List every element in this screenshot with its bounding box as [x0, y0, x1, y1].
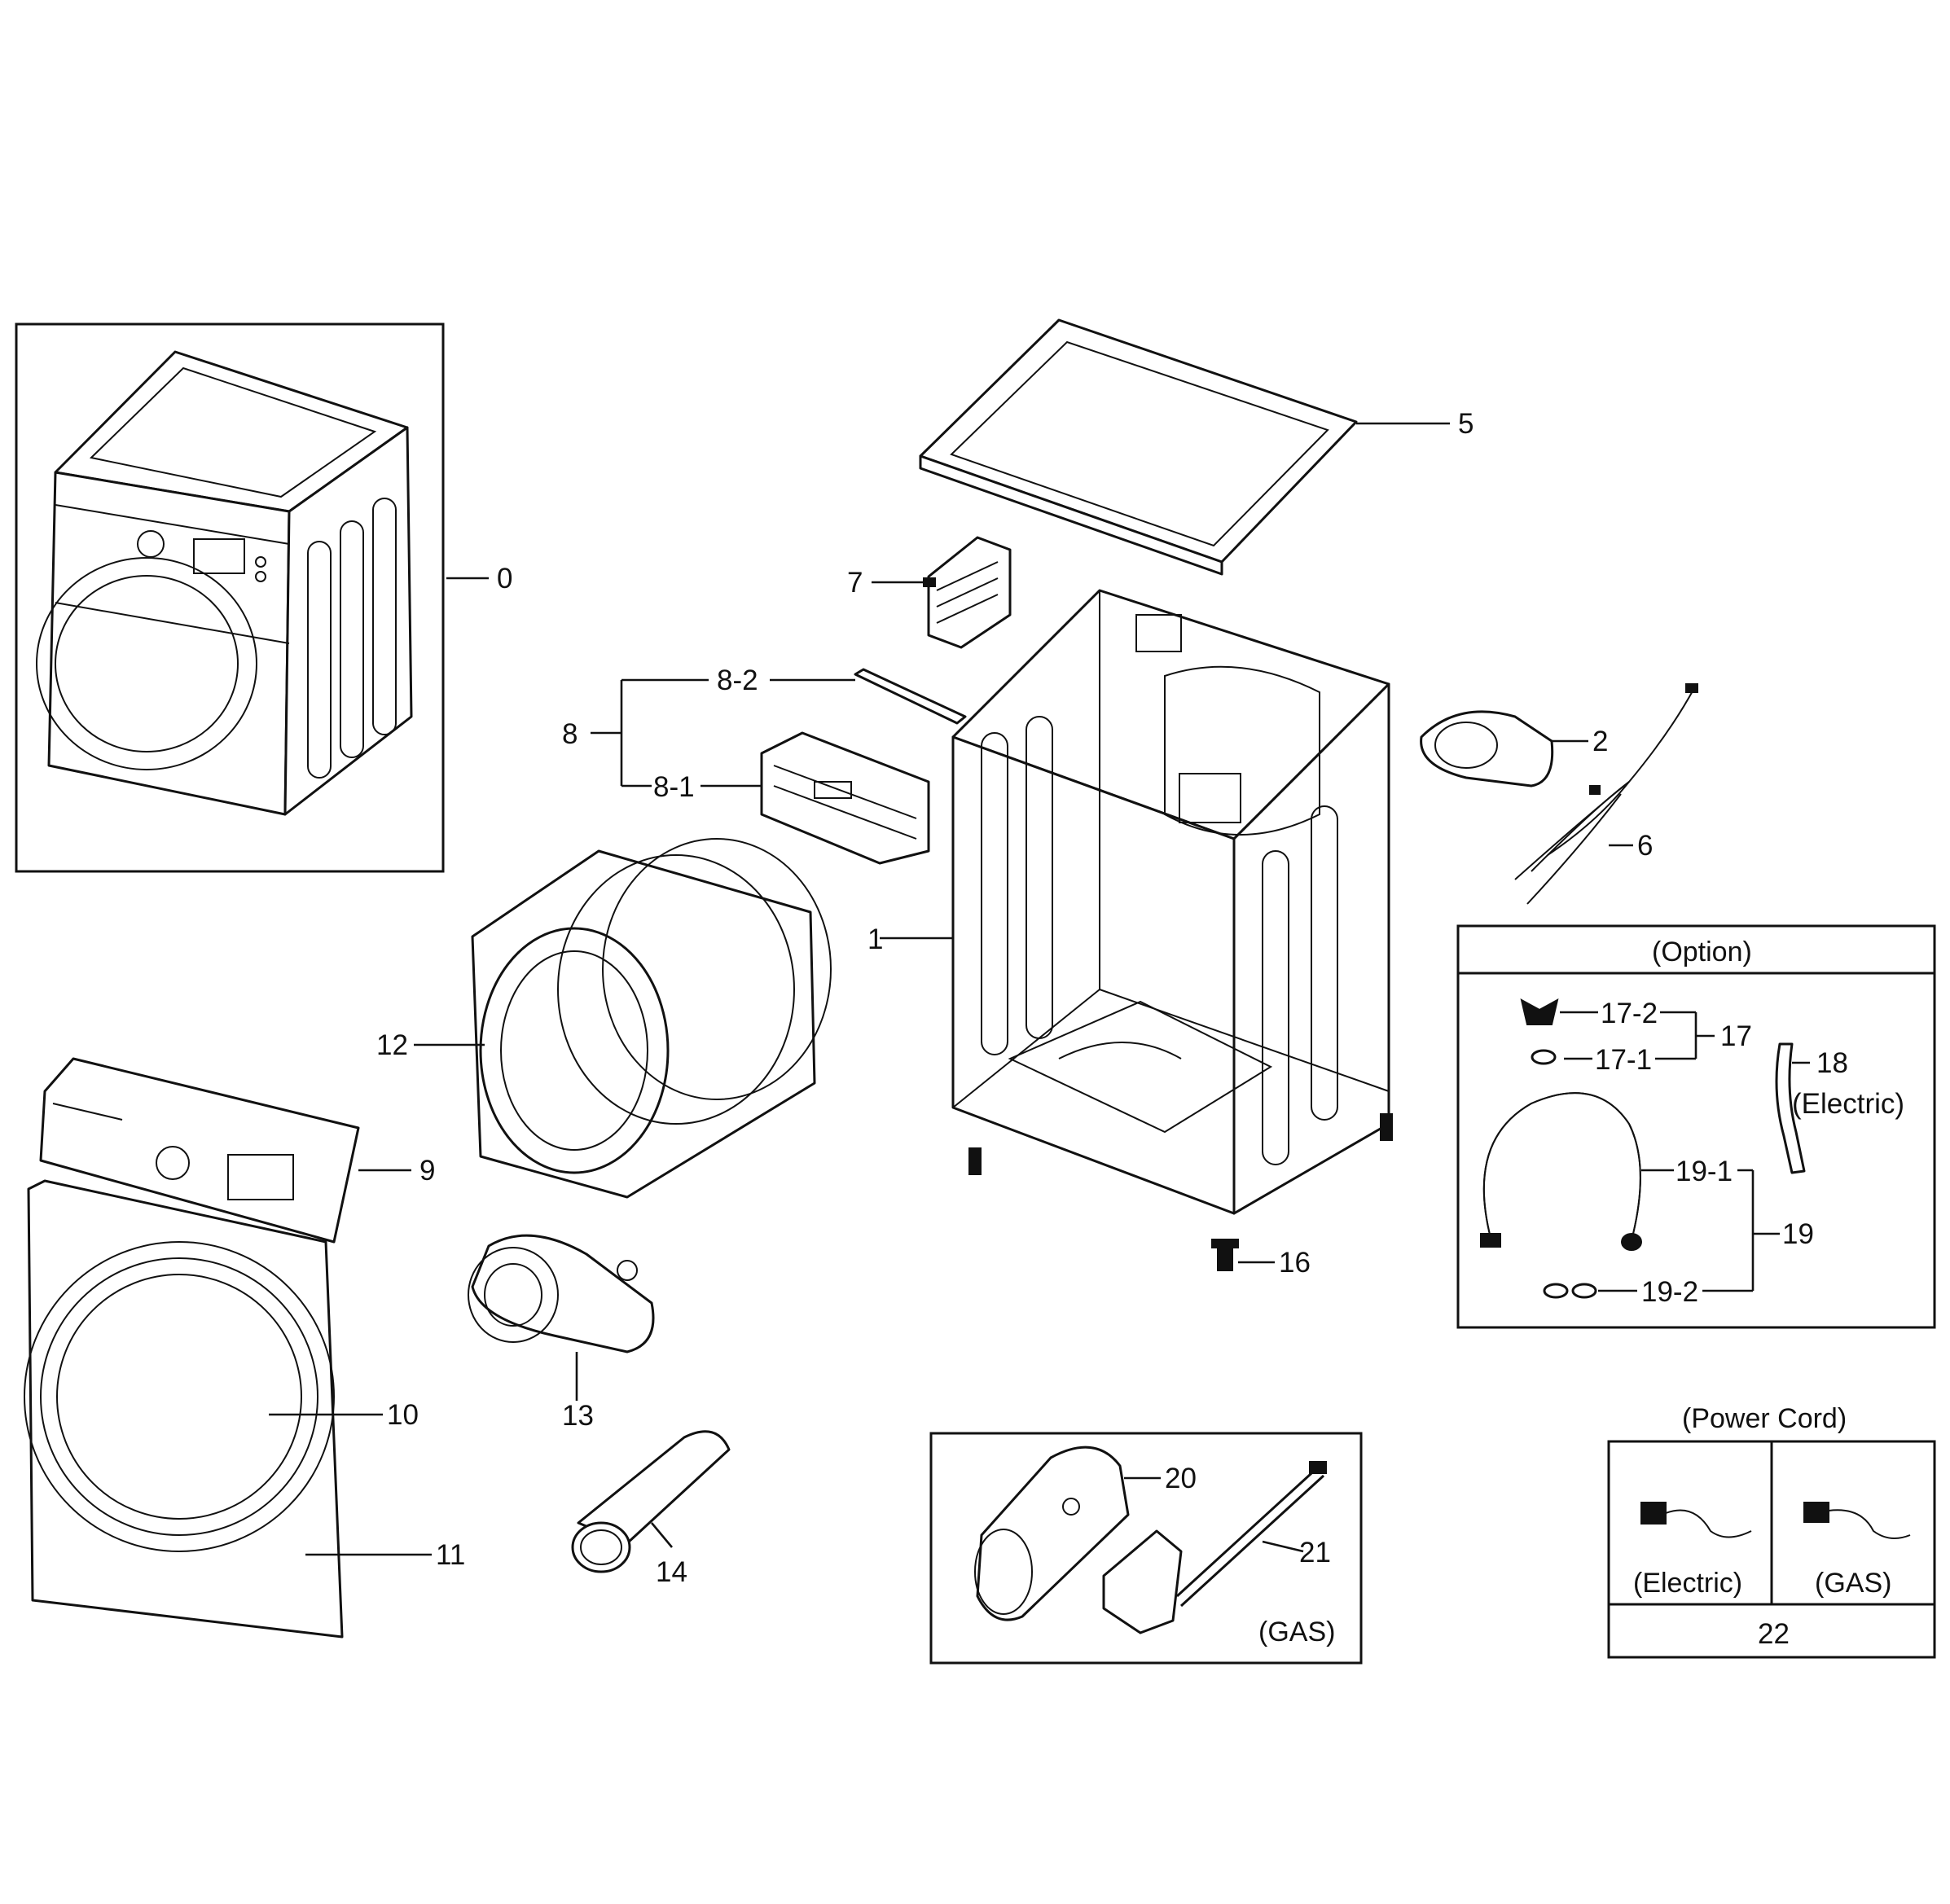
cabinet-part-1: 1	[867, 589, 1393, 1215]
exhaust-duct-part-14: 14	[571, 1430, 731, 1588]
label-8-2: 8-2	[717, 665, 758, 696]
power-cord-electric: (Electric)	[1633, 1568, 1742, 1599]
y-connector-17-2	[1520, 998, 1559, 1025]
label-1: 1	[867, 923, 883, 955]
bracket-part-7: 7	[847, 536, 1012, 649]
label-18: 18	[1816, 1047, 1848, 1079]
label-17-2: 17-2	[1601, 998, 1658, 1029]
label-2: 2	[1592, 726, 1608, 757]
gas-parts-box: 20 21 (GAS)	[929, 1432, 1363, 1665]
label-0: 0	[497, 563, 512, 594]
gas-box-note: (GAS)	[1258, 1617, 1335, 1647]
assembled-dryer-panel: 0	[15, 322, 512, 873]
hose-18	[1775, 1042, 1806, 1174]
option-box: (Option) 17-2 17-1 17 18 (Electric)	[1456, 924, 1936, 1329]
front-panel-parts-10-11: 10 11	[24, 1179, 465, 1639]
label-19-1: 19-1	[1676, 1156, 1733, 1187]
label-21: 21	[1299, 1537, 1331, 1568]
label-12: 12	[376, 1029, 408, 1061]
label-13: 13	[562, 1400, 594, 1432]
power-cord-title: (Power Cord)	[1682, 1403, 1847, 1434]
leveling-leg-part-16: 16	[1211, 1239, 1311, 1279]
top-cover-part: 5	[919, 318, 1473, 576]
gas-power-cord	[1803, 1502, 1911, 1539]
drum-part-12: 12	[376, 838, 832, 1199]
option-electric-note: (Electric)	[1792, 1088, 1904, 1120]
power-cord-box: (Power Cord) (Electric) (GAS) 22	[1607, 1403, 1936, 1659]
label-17-1: 17-1	[1595, 1044, 1652, 1076]
label-10: 10	[387, 1399, 419, 1431]
electric-power-cord	[1640, 1502, 1752, 1538]
burner-part-20	[974, 1446, 1130, 1621]
label-17: 17	[1720, 1020, 1752, 1052]
washers-19-2	[1543, 1283, 1597, 1299]
label-7: 7	[847, 567, 863, 599]
option-box-title: (Option)	[1652, 937, 1752, 967]
assembled-dryer-drawing	[36, 350, 413, 816]
part-8-group: 8-2 8 8-1	[562, 665, 967, 865]
label-20: 20	[1165, 1463, 1197, 1494]
power-cord-gas: (GAS)	[1815, 1568, 1891, 1599]
valve-part-21	[1102, 1461, 1327, 1634]
wire-harness-part-6: 6	[1514, 683, 1698, 905]
control-panel-part-9: 9	[39, 1057, 435, 1244]
label-5: 5	[1458, 408, 1473, 440]
label-22: 22	[1758, 1618, 1790, 1650]
washer-17-1	[1531, 1049, 1557, 1065]
label-8: 8	[562, 718, 578, 750]
inlet-hose-19-1	[1480, 1092, 1642, 1251]
label-19-2: 19-2	[1641, 1276, 1698, 1308]
label-19: 19	[1782, 1218, 1814, 1250]
label-11: 11	[436, 1539, 465, 1571]
blower-housing-part-13: 13	[468, 1234, 655, 1432]
label-9: 9	[419, 1155, 435, 1187]
label-16: 16	[1279, 1247, 1311, 1279]
label-14: 14	[656, 1556, 687, 1588]
duct-cover-part-2: 2	[1420, 710, 1608, 787]
label-8-1: 8-1	[653, 771, 695, 803]
label-6: 6	[1637, 830, 1653, 862]
